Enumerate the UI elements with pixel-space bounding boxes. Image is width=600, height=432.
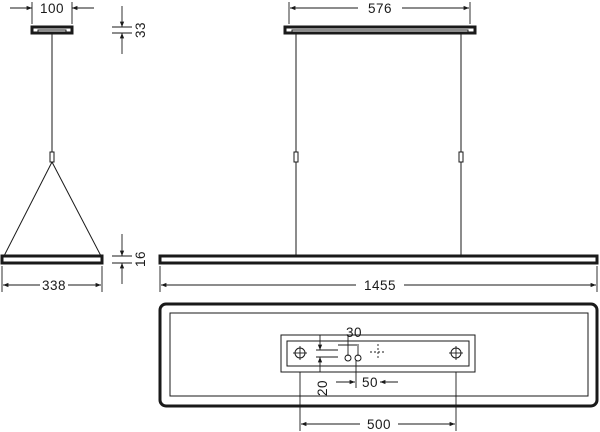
front-fixture	[158, 254, 599, 265]
dim-100-label: 100	[40, 1, 64, 16]
mount-plate-outer	[280, 334, 476, 373]
plan-outer-frame	[158, 302, 599, 408]
dim-16-label: 16	[133, 251, 148, 267]
dim-500-label: 500	[367, 417, 391, 432]
front-view: 576 1455	[158, 1, 599, 293]
mount-plate-inner	[286, 340, 470, 367]
side-wire-left	[3, 161, 53, 257]
plan-inner-frame	[169, 312, 589, 397]
side-wire-right	[51, 161, 102, 257]
center-mark	[370, 344, 386, 360]
front-wire-left-clip	[293, 151, 299, 163]
front-wire-right-clip	[458, 151, 464, 163]
front-canopy-inner	[291, 29, 469, 34]
dim-1455-label: 1455	[364, 278, 396, 293]
side-fixture	[0, 254, 104, 265]
dim-338-label: 338	[42, 278, 66, 293]
side-view: 100 33 16 338	[0, 1, 148, 293]
dim-30-label: 30	[346, 325, 362, 340]
dim-20-label: 20	[315, 380, 330, 396]
side-wire-clip	[49, 151, 55, 163]
mount-hole-right	[449, 346, 463, 360]
mount-hole-left	[293, 346, 307, 360]
dim-576-label: 576	[368, 1, 392, 16]
dim-50-label: 50	[362, 375, 378, 390]
plan-view: 30 20 50 500	[158, 302, 599, 432]
dim-33-label: 33	[133, 22, 148, 38]
